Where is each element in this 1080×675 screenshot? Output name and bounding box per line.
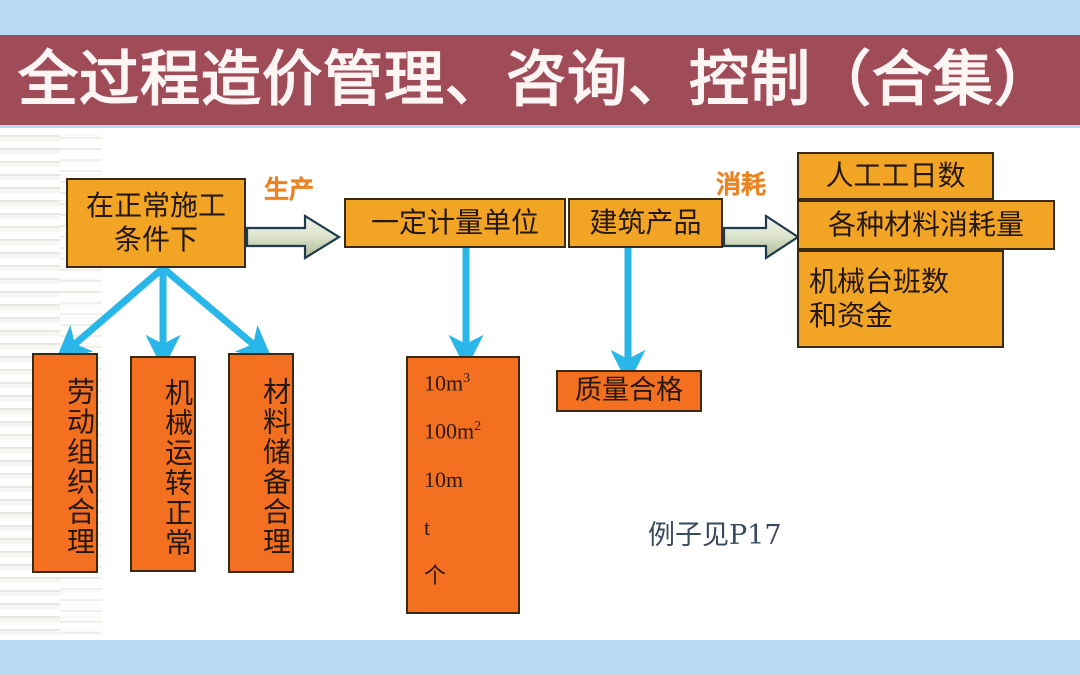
- page-title: 全过程造价管理、咨询、控制（合集）: [18, 45, 1055, 115]
- reference-note: 例子见P17: [648, 520, 782, 551]
- unit-item-0: 10m3: [424, 370, 471, 396]
- cyan-arrow-to-material: [160, 265, 273, 361]
- bottom-band: [0, 640, 1080, 675]
- node-quality-pass[interactable]: 质量合格: [556, 370, 702, 412]
- node-machine-operation-label: 机械运转正常: [161, 378, 194, 558]
- node-building-product-label: 建筑产品: [589, 205, 702, 239]
- unit-item-3: t: [424, 514, 431, 540]
- node-labor-organization[interactable]: 劳动组织合理: [32, 353, 98, 573]
- unit-item-1: 100m2: [424, 418, 482, 444]
- block-arrow-production: [245, 214, 342, 260]
- node-material-reserve-label: 材料储备合理: [259, 377, 292, 557]
- node-unit-measure[interactable]: 一定计量单位: [344, 198, 566, 248]
- unit-item-2: 10m: [424, 466, 464, 492]
- node-labor-organization-label: 劳动组织合理: [63, 377, 96, 557]
- node-output-machine-shifts[interactable]: 机械台班数 和资金: [797, 250, 1004, 348]
- node-unit-measure-label: 一定计量单位: [370, 205, 539, 239]
- node-units-list[interactable]: 10m3 100m2 10m t 个: [406, 356, 520, 614]
- node-quality-pass-label: 质量合格: [575, 374, 683, 406]
- node-material-reserve[interactable]: 材料储备合理: [228, 353, 294, 573]
- node-condition-label: 在正常施工条件下: [86, 188, 227, 256]
- node-output-machine-shifts-label: 机械台班数 和资金: [809, 264, 950, 332]
- node-building-product[interactable]: 建筑产品: [568, 198, 723, 248]
- node-output-labor-days-label: 人工工日数: [825, 158, 966, 192]
- diagram-canvas: 生产 消耗 在正常施工条件下 劳动组织合理 机械运转正常 材料储备合理 一定计量…: [0, 128, 1080, 640]
- node-condition[interactable]: 在正常施工条件下: [66, 178, 246, 268]
- arrow-label-production: 生产: [264, 175, 315, 204]
- block-arrow-consumption: [722, 213, 801, 261]
- node-output-material-consumption[interactable]: 各种材料消耗量: [797, 200, 1055, 250]
- node-machine-operation[interactable]: 机械运转正常: [130, 356, 196, 572]
- title-band: 全过程造价管理、咨询、控制（合集）: [0, 35, 1080, 125]
- arrow-label-consumption: 消耗: [716, 170, 767, 199]
- node-output-material-consumption-label: 各种材料消耗量: [827, 207, 1024, 241]
- node-output-labor-days[interactable]: 人工工日数: [797, 152, 994, 200]
- unit-item-4: 个: [424, 562, 447, 588]
